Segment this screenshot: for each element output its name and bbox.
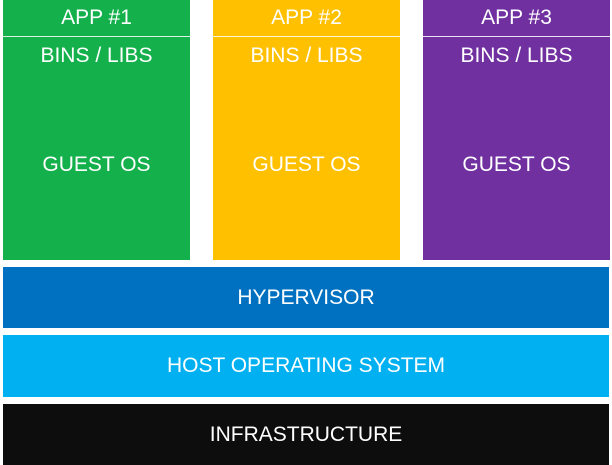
- bins-libs-block: BINS / LIBS: [460, 43, 573, 67]
- vm-stack-1: APP #1 BINS / LIBS GUEST OS: [3, 0, 190, 260]
- bins-libs-block: BINS / LIBS: [40, 43, 153, 67]
- bins-libs-block: BINS / LIBS: [250, 43, 363, 67]
- app-block: APP #1: [3, 0, 190, 37]
- guest-os-block: GUEST OS: [42, 153, 151, 176]
- host-os-layer: HOST OPERATING SYSTEM: [3, 335, 609, 397]
- vm-stack-2: APP #2 BINS / LIBS GUEST OS: [213, 0, 400, 260]
- infrastructure-layer: INFRASTRUCTURE: [3, 404, 609, 465]
- guest-os-block: GUEST OS: [252, 153, 361, 176]
- hypervisor-layer: HYPERVISOR: [3, 267, 609, 328]
- app-block: APP #3: [423, 0, 610, 37]
- app-block: APP #2: [213, 0, 400, 37]
- guest-os-block: GUEST OS: [462, 153, 571, 176]
- vm-stack-3: APP #3 BINS / LIBS GUEST OS: [423, 0, 610, 260]
